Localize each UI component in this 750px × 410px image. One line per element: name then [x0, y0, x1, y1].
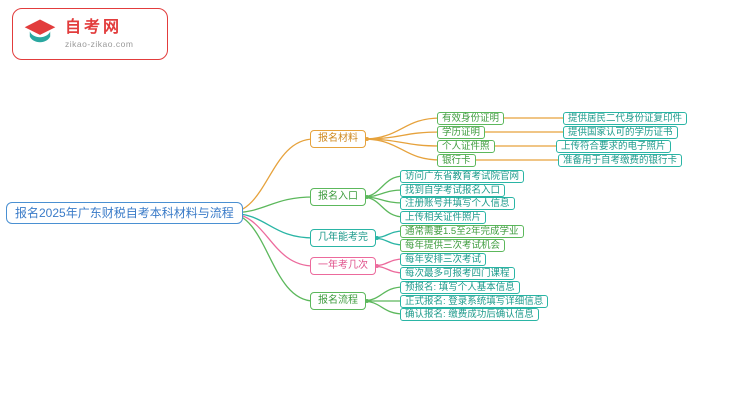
node-annual-exam-chances[interactable]: 每年提供三次考试机会	[400, 238, 506, 252]
node-exams-per-year[interactable]: 一年考几次	[310, 257, 376, 275]
connector-root-materials	[227, 138, 315, 214]
connector-process-pre	[361, 286, 405, 302]
node-education-proof[interactable]: 学历证明	[437, 126, 486, 139]
connector-process-confirm	[361, 300, 405, 315]
site-logo[interactable]: 自考网 zikao-zikao.com	[12, 8, 168, 60]
node-bank-card[interactable]: 银行卡	[437, 154, 476, 167]
site-name: 自考网	[65, 19, 123, 36]
years-anchor-dot	[375, 236, 379, 240]
node-payment-bank-card[interactable]: 准备用于自考缴费的银行卡	[558, 154, 683, 167]
connector-materials-bankcard	[361, 138, 442, 161]
node-confirm-registration[interactable]: 确认报名: 缴费成功后确认信息	[400, 308, 539, 321]
node-upload-id-photos[interactable]: 上传相关证件照片	[400, 210, 487, 224]
node-registration-entrance[interactable]: 报名入口	[310, 188, 366, 206]
node-visit-gdeea-site[interactable]: 访问广东省教育考试院官网	[400, 170, 525, 183]
zikao-logo-icon	[24, 19, 56, 43]
node-study-duration[interactable]: 通常需要1.5至2年完成学业	[400, 225, 524, 238]
node-personal-id-photo[interactable]: 个人证件照	[437, 140, 495, 153]
node-years-to-complete[interactable]: 几年能考完	[310, 229, 376, 247]
materials-anchor-dot	[365, 137, 369, 141]
node-electronic-photo[interactable]: 上传符合要求的电子照片	[556, 140, 671, 153]
node-max-four-courses[interactable]: 每次最多可报考四门课程	[400, 266, 515, 280]
node-registration-materials[interactable]: 报名材料	[310, 130, 366, 148]
site-url: zikao-zikao.com	[65, 39, 134, 49]
process-anchor-dot	[365, 299, 369, 303]
node-id-card-copy[interactable]: 提供居民二代身份证复印件	[563, 112, 688, 125]
node-valid-id-proof[interactable]: 有效身份证明	[437, 112, 505, 125]
node-recognized-diploma[interactable]: 提供国家认可的学历证书	[563, 126, 678, 139]
node-pre-registration[interactable]: 预报名: 填写个人基本信息	[400, 281, 520, 294]
entrance-anchor-dot	[365, 195, 369, 199]
node-find-selfexam-entrance[interactable]: 找到自学考试报名入口	[400, 183, 506, 197]
node-register-account-info[interactable]: 注册账号并填写个人信息	[400, 197, 515, 210]
root-topic-node[interactable]: 报名2025年广东财税自考本科材料与流程	[6, 202, 243, 224]
logo-text-block: 自考网 zikao-zikao.com	[65, 19, 133, 49]
node-formal-registration[interactable]: 正式报名: 登录系统填写详细信息	[400, 294, 549, 308]
node-three-exams-yearly[interactable]: 每年安排三次考试	[400, 253, 487, 266]
times-anchor-dot	[375, 264, 379, 268]
node-registration-process[interactable]: 报名流程	[310, 292, 366, 310]
